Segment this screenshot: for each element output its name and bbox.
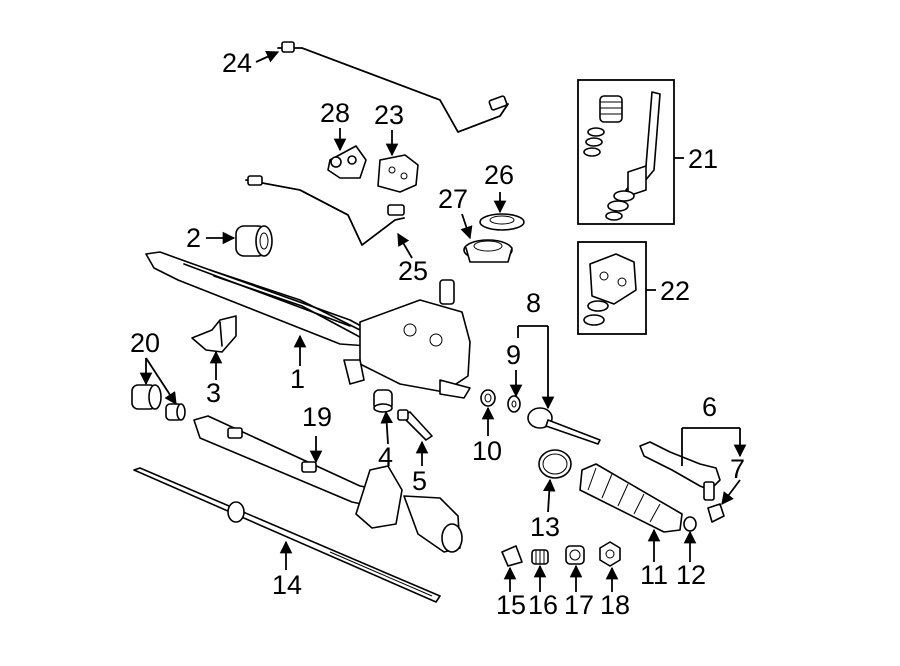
callout-24: 24 xyxy=(222,48,253,78)
bushing-part-2 xyxy=(235,225,273,257)
callout-9: 9 xyxy=(506,340,522,370)
callout-15: 15 xyxy=(496,590,527,620)
bushing-part-4 xyxy=(373,389,393,413)
washer-part-9 xyxy=(507,395,521,413)
callout-8: 8 xyxy=(526,288,542,318)
callout-13: 13 xyxy=(530,512,561,542)
seal-kit-box-part-21 xyxy=(577,79,675,225)
callout-17: 17 xyxy=(564,590,595,620)
spring-part-16 xyxy=(531,549,549,565)
return-line-part-25 xyxy=(245,175,405,246)
valve-assembly-box-part-22 xyxy=(577,241,647,335)
housing-part-19 xyxy=(193,415,463,553)
clamp-part-12 xyxy=(683,516,697,532)
callout-27: 27 xyxy=(438,184,469,214)
callout-20: 20 xyxy=(130,328,161,358)
clamp-part-13 xyxy=(538,449,572,479)
callout-21: 21 xyxy=(688,144,719,174)
rack-housing-part-1 xyxy=(145,251,471,399)
callout-12: 12 xyxy=(676,560,707,590)
rack-part-14 xyxy=(133,467,441,603)
callout-3: 3 xyxy=(206,378,222,408)
callout-28: 28 xyxy=(320,98,351,128)
callout-22: 22 xyxy=(660,276,691,306)
bolt-part-5 xyxy=(397,409,433,441)
callout-4: 4 xyxy=(378,442,394,472)
callout-16: 16 xyxy=(528,590,559,620)
seal-part-10 xyxy=(480,389,496,407)
nut-part-7 xyxy=(707,503,725,523)
callout-7: 7 xyxy=(730,454,746,484)
callout-14: 14 xyxy=(272,570,303,600)
callout-25: 25 xyxy=(398,256,429,286)
clamp-part-3 xyxy=(191,315,237,353)
callout-10: 10 xyxy=(472,436,503,466)
cap-part-15 xyxy=(501,545,523,567)
mount-bushing-part-20 xyxy=(131,384,186,421)
callout-6: 6 xyxy=(702,392,718,422)
tie-rod-end-part-6 xyxy=(639,441,721,501)
callout-2: 2 xyxy=(186,223,202,253)
valve-body-part-23 xyxy=(377,154,419,193)
seal-part-26 xyxy=(479,213,525,231)
callout-5: 5 xyxy=(412,466,428,496)
callout-26: 26 xyxy=(484,160,515,190)
inner-tie-rod-part-8 xyxy=(527,407,601,445)
pressure-line-part-24 xyxy=(277,41,509,133)
callout-1: 1 xyxy=(290,364,306,394)
callout-23: 23 xyxy=(374,100,405,130)
nut-part-18 xyxy=(599,541,621,567)
leader-lines xyxy=(139,50,740,592)
callout-18: 18 xyxy=(600,590,631,620)
boot-part-11 xyxy=(579,463,683,533)
valve-part-28 xyxy=(327,145,367,179)
callout-19: 19 xyxy=(302,402,333,432)
callout-11: 11 xyxy=(640,560,669,590)
bushing-part-27 xyxy=(463,239,513,263)
bushing-part-17 xyxy=(565,545,585,565)
